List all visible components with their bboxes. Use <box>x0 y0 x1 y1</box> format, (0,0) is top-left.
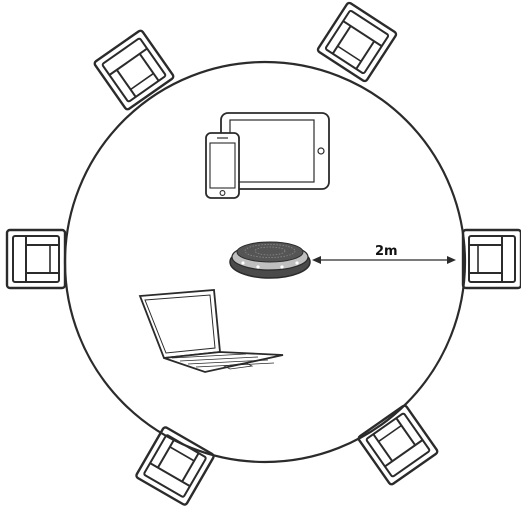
smartphone-icon <box>206 133 239 198</box>
chair-left <box>7 230 65 288</box>
chair-right <box>463 230 521 288</box>
conference-speaker-icon <box>230 242 310 278</box>
chair-top-right <box>317 2 397 82</box>
distance-label: 2m <box>375 244 398 259</box>
